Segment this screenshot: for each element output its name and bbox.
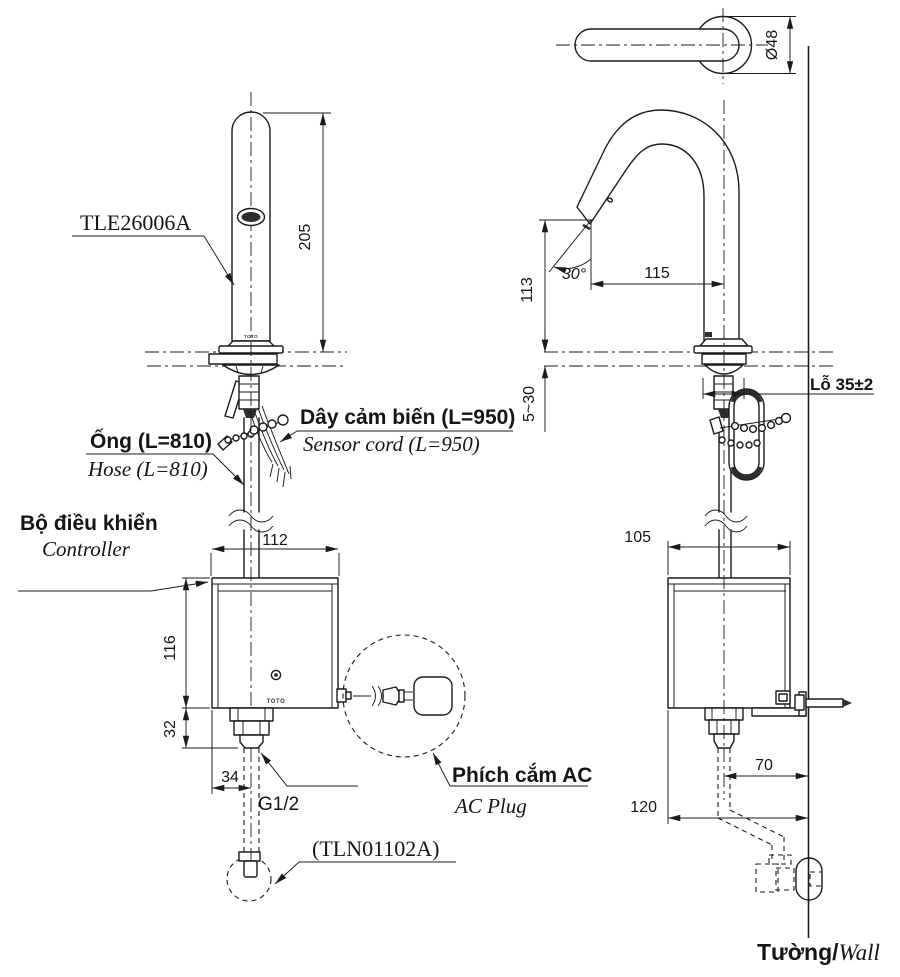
- sensor-cord-label-en: Sensor cord (L=950): [303, 432, 480, 456]
- ac-plug-detail: [336, 634, 466, 758]
- brand-logo-faucet: TOTO: [244, 334, 258, 339]
- sensor-cord-front: [217, 405, 292, 488]
- ac-plug-label-vi: Phích cắm AC: [452, 763, 592, 787]
- model-label: TLE26006A: [80, 210, 191, 235]
- dim-tip-height: 113: [519, 277, 536, 303]
- aerator-tip: [582, 223, 591, 231]
- hose-label-vi: Ống (L=810): [90, 429, 212, 453]
- mounting-screw: [805, 698, 844, 708]
- dim-spout-reach: 115: [644, 265, 670, 282]
- dim-spout-angle: 30°: [562, 266, 587, 283]
- led-indicator: [270, 669, 282, 681]
- counter-lines-side: [544, 351, 836, 367]
- brand-mark-side: [705, 332, 712, 337]
- side-view: Ø48: [519, 8, 880, 965]
- wall-label: Tường/Wall: [757, 939, 880, 965]
- dim-controller-to-wall: 120: [630, 799, 657, 816]
- hose-label-en: Hose (L=810): [87, 457, 208, 481]
- dim-pipe-to-wall: 70: [755, 757, 773, 774]
- dim-outlet-offset: 34: [221, 769, 239, 786]
- top-view: Ø48: [556, 8, 796, 84]
- dim-outlet-drop: 32: [162, 720, 179, 738]
- supply-pipe-front: [226, 748, 272, 902]
- hole-label: Lỗ 35±2: [810, 375, 873, 394]
- controller-box-side: [667, 577, 852, 749]
- sensor-window: [236, 207, 266, 227]
- dim-base-diameter: Ø48: [764, 30, 781, 60]
- dim-controller-width: 112: [262, 532, 288, 549]
- controller-label-en: Controller: [42, 537, 131, 561]
- dim-controller-depth: 105: [624, 529, 651, 546]
- gooseneck-side: [576, 109, 753, 354]
- ac-plug-label-en: AC Plug: [453, 794, 527, 818]
- sensor-window-side: [606, 197, 614, 203]
- controller-box-front: TOTO: [211, 577, 339, 749]
- front-view: TOTO: [18, 92, 592, 902]
- cord-holder-bracket: [728, 388, 765, 481]
- labels-front: TLE26006A Ống (L=810) Hose (L=810) Dây c…: [18, 210, 592, 885]
- mounting-hardware-front: [208, 353, 280, 419]
- sensor-cord-label-vi: Dây cảm biến (L=950): [300, 406, 515, 429]
- dim-spout-height: 205: [297, 224, 314, 251]
- thread-label: G1/2: [258, 794, 299, 815]
- g12-thread-outlet: [239, 734, 264, 749]
- controller-label-vi: Bộ điều khiển: [20, 512, 158, 535]
- stop-valve-label: (TLN01102A): [312, 836, 440, 861]
- ac-plug-detail-circle: [342, 634, 466, 758]
- dim-controller-height: 116: [162, 635, 179, 661]
- dims-side: 113 30° 115 5~30 Lỗ 35±2 105: [519, 219, 874, 824]
- dims-front: 205 112 116 32 34: [162, 112, 340, 794]
- dim-deck-thickness: 5~30: [521, 386, 538, 422]
- brand-logo-controller: TOTO: [267, 699, 286, 705]
- mounting-hardware-side: [701, 353, 792, 585]
- supply-pipe-side: [717, 748, 823, 901]
